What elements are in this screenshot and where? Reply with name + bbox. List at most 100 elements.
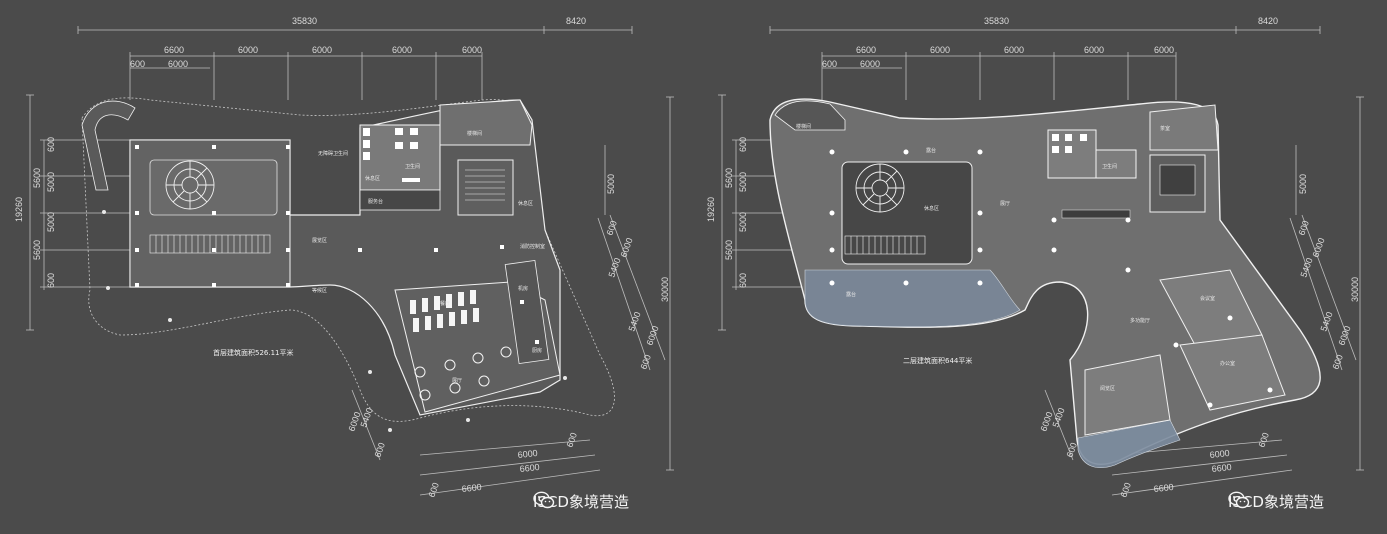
plan2-dim-overall-right: 8420 <box>1258 16 1278 26</box>
plan1-exterior-stair <box>81 100 136 191</box>
plan2-dim-bottom-2: 6600 <box>1211 462 1232 474</box>
plan1-caption: 首层建筑面积526.11平米 <box>213 348 294 357</box>
second-floor-plan: 35830 8420 6600 6000 6000 6000 6000 600 … <box>706 16 1364 499</box>
plan2-dim-left-small-1: 600 <box>738 137 748 152</box>
plan1-dim-sub-2: 6000 <box>168 59 188 69</box>
plan1-dim-bay-4: 6000 <box>392 45 412 55</box>
plan2-dim-bay-3: 6000 <box>1004 45 1024 55</box>
plan1-dining-tables <box>410 290 479 332</box>
plan2-dim-right-overall: 30000 <box>1350 277 1360 302</box>
plan1-dim-bay-3: 6000 <box>312 45 332 55</box>
plan1-corner-room <box>439 99 533 146</box>
plan2-dim-diagl-3: 600 <box>1064 441 1079 459</box>
plan2-terrace-south <box>1077 419 1181 469</box>
plan1-dim-right-upper: 5000 <box>606 174 616 194</box>
plan2-room-9: 阅览区 <box>1100 385 1115 392</box>
plan2-dim-bay-1: 6600 <box>856 45 876 55</box>
plan1-room-12: 餐厅 <box>440 300 450 307</box>
plan2-room-3: 展厅 <box>1000 201 1010 207</box>
plan1-staircase-block <box>457 159 514 216</box>
plan1-straight-stair <box>149 234 271 254</box>
plan2-spiral-stair <box>855 163 905 213</box>
plan2-room-6: 茶室 <box>1160 125 1170 132</box>
plan1-spiral-stair <box>165 160 215 210</box>
plan2-dim-bottom-5: 600 <box>1118 481 1133 499</box>
plan1-staircase-treads <box>465 169 505 201</box>
plan1-room-5: 休息区 <box>365 175 380 182</box>
plan1-dim-left-2: 5000 <box>46 172 56 192</box>
plan1-round-tables <box>414 346 512 401</box>
plan1-room-3: 卫生间 <box>405 163 420 170</box>
plan1-room-11: 机房 <box>518 285 528 292</box>
plan1-room-2: 无障碍卫生间 <box>318 150 348 157</box>
plan1-dim-diag-1: 6000 <box>618 236 634 258</box>
plan2-dim-bottom-3: 600 <box>1256 431 1271 449</box>
plan2-room-7: 会议室 <box>1200 295 1215 302</box>
plan2-caption: 二层建筑面积644平米 <box>903 356 972 365</box>
plan2-dim-sub-2: 6000 <box>860 59 880 69</box>
plan1-site-outline <box>81 97 615 422</box>
brand-label-left: ISCD象境营造 <box>533 493 629 511</box>
plan2-service-room <box>1095 149 1137 179</box>
plan1-dim-bottom-4: 6600 <box>461 482 482 494</box>
plan1-dim-bay-1: 6600 <box>164 45 184 55</box>
plan2-room-11: 露台 <box>846 291 856 298</box>
plan2-dim-left-overall: 19260 <box>706 197 716 222</box>
plan1-dim-bottom-3: 600 <box>564 431 579 449</box>
plan1-dim-diag-2: 5400 <box>606 256 622 278</box>
wechat-icon <box>1228 491 1250 509</box>
plan1-room-8: 休息区 <box>518 200 533 207</box>
plan1-dim-bottom-2: 6600 <box>519 462 540 474</box>
plan1-dim-left-3: 5000 <box>46 212 56 232</box>
plan2-stair-core <box>1159 164 1196 196</box>
plan2-dim-diag-1: 6000 <box>1310 236 1326 258</box>
plan2-dim-left-4: 5600 <box>724 240 734 260</box>
plan1-toilet-block <box>359 124 441 191</box>
watermark-right: ISCD象境营造 <box>1228 491 1324 512</box>
plan2-atrium-void <box>841 161 973 265</box>
plan1-dim-right-overall: 30000 <box>660 277 670 302</box>
plan1-dim-left-small-2: 600 <box>46 273 56 288</box>
plan2-toilet-fixtures <box>1052 134 1087 153</box>
plan2-room-4: 休息区 <box>924 205 939 212</box>
plan1-columns <box>135 145 539 344</box>
plan2-exterior-stair <box>774 100 846 131</box>
plan2-dim-right-upper: 5000 <box>1298 174 1308 194</box>
plan1-service-room <box>359 189 441 211</box>
plan1-room-9: 展厅 <box>452 378 462 384</box>
plan2-dim-bottom-1: 6000 <box>1209 448 1230 460</box>
plan2-dimension-lines <box>718 26 1364 496</box>
plan2-dim-bay-5: 6000 <box>1154 45 1174 55</box>
plan1-dim-bay-5: 6000 <box>462 45 482 55</box>
plan2-dim-left-2: 5000 <box>738 172 748 192</box>
plan2-room-5: 卫生间 <box>1102 163 1117 170</box>
plan2-room-west <box>1084 354 1171 436</box>
plan1-dim-sub-1: 600 <box>130 59 145 69</box>
plan1-room-6: 展览区 <box>312 237 327 244</box>
plan1-dim-bay-2: 6000 <box>238 45 258 55</box>
plan1-dim-left-4: 5600 <box>32 240 42 260</box>
plan1-garden-dots <box>102 210 567 432</box>
plan1-dim-diag-6: 600 <box>638 353 653 371</box>
plan2-dim-bay-2: 6000 <box>930 45 950 55</box>
plan2-terrace-west <box>804 269 1021 328</box>
wechat-icon <box>533 491 555 509</box>
plan2-dim-bay-4: 6000 <box>1084 45 1104 55</box>
plan2-room-1: 楼梯间 <box>796 123 811 130</box>
plan1-room-7: 等候区 <box>312 287 327 294</box>
plan1-room-10: 消防控制室 <box>520 243 545 250</box>
plan1-dim-bottom-1: 6000 <box>517 448 538 460</box>
plan1-dim-left-overall: 19260 <box>14 197 24 222</box>
plan2-dim-diag-5: 600 <box>1296 219 1311 237</box>
plan2-dim-left-small-2: 600 <box>738 273 748 288</box>
plan2-columns <box>829 149 1273 408</box>
plan1-dim-bottom-5: 600 <box>426 481 441 499</box>
plan2-corner-room <box>1149 104 1219 151</box>
plan1-dimension-lines <box>26 26 674 496</box>
plan1-dim-diag-3: 5400 <box>626 310 642 332</box>
plan1-room-13: 厨房 <box>532 347 542 354</box>
plan2-dim-overall: 35830 <box>984 16 1009 26</box>
plan1-dim-left-1: 5600 <box>32 168 42 188</box>
